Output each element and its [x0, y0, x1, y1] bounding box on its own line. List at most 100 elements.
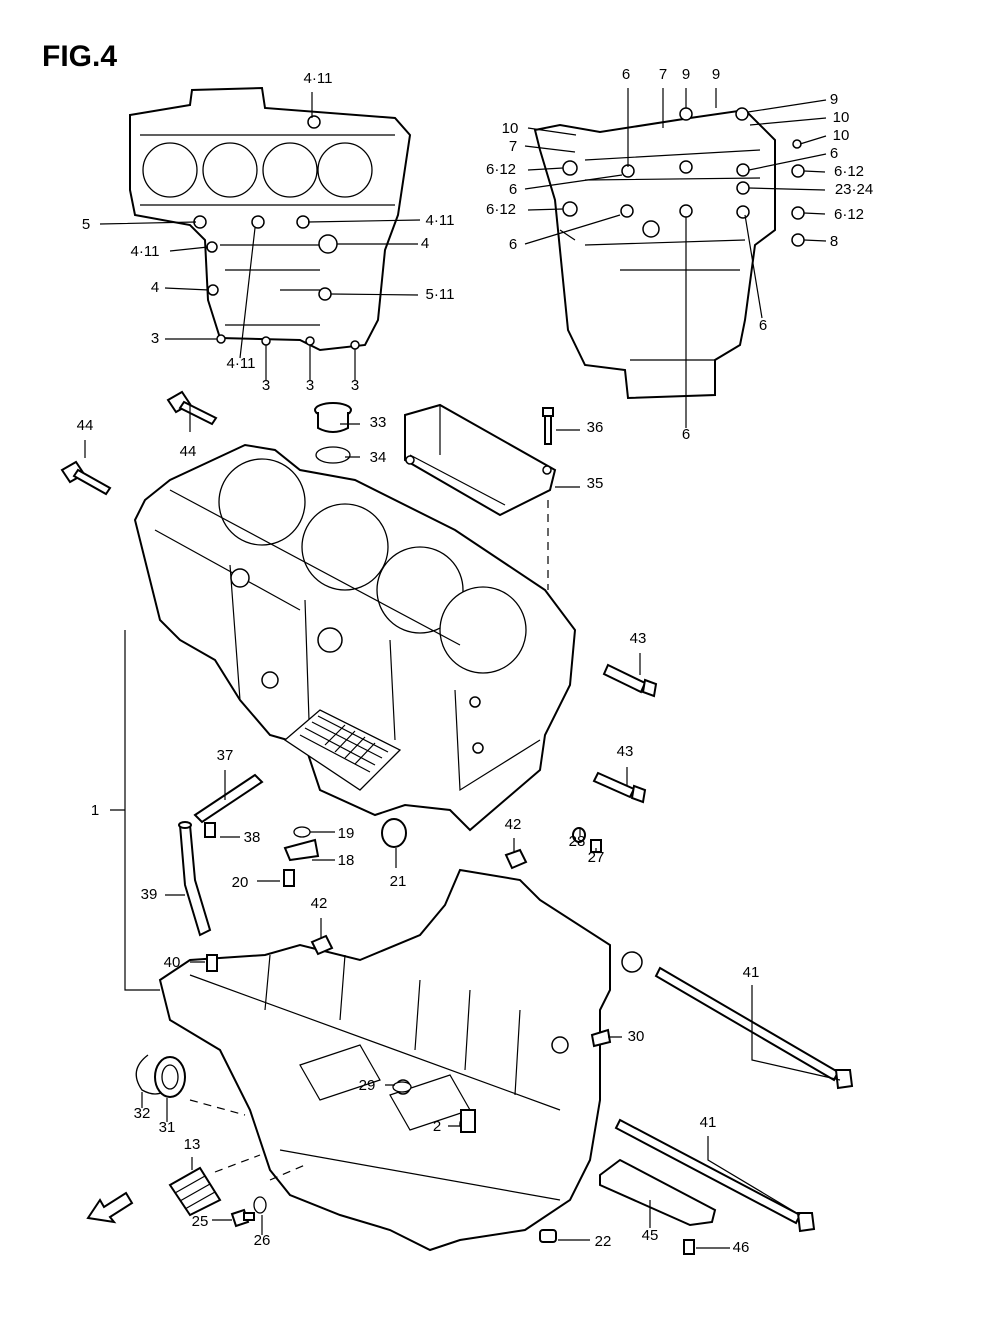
o-ring-19: [293, 826, 311, 838]
callout-label: 43: [617, 743, 634, 760]
callout-label: 32: [134, 1105, 151, 1122]
callout-label: 5: [82, 216, 90, 233]
nut-42-upper: [504, 848, 528, 870]
stud-41-lower: [614, 1118, 816, 1233]
callout-label: 37: [217, 747, 234, 764]
plate-37: [193, 773, 264, 824]
callout-label: 8: [830, 233, 838, 250]
callout-label: 6: [830, 145, 838, 162]
callout-label: 3: [306, 377, 314, 394]
callout-label: 26: [254, 1232, 271, 1249]
callout-label: 6·12: [486, 161, 516, 178]
callout-label: 25: [192, 1213, 209, 1230]
callout-label: 28: [569, 833, 586, 850]
callout-label: 39: [141, 886, 158, 903]
callout-label: 43: [630, 630, 647, 647]
callout-label: 6·12: [834, 163, 864, 180]
callout-label: 7: [509, 138, 517, 155]
callout-label: 6·12: [486, 201, 516, 218]
cylinder-bore-1: [218, 458, 306, 546]
bolt-43-lower: [592, 771, 647, 804]
callout-label: 6: [622, 66, 630, 83]
callout-label: 7: [659, 66, 667, 83]
callout-label: 21: [390, 873, 407, 890]
callout-label: 6: [509, 236, 517, 253]
callout-label: 41: [743, 964, 760, 981]
callout-label: 1: [91, 802, 99, 819]
pipe-39: [178, 821, 212, 937]
cover-35: [404, 403, 557, 517]
callout-label: 42: [311, 895, 328, 912]
callout-label: 9: [712, 66, 720, 83]
callout-label: 22: [595, 1233, 612, 1250]
callout-label: 4: [151, 279, 159, 296]
washer-28: [572, 827, 586, 843]
callout-label: 5·11: [426, 286, 455, 303]
callout-label: 10: [833, 127, 850, 144]
sensor-30: [590, 1028, 612, 1048]
callout-label: 6: [759, 317, 767, 334]
cylinder-bore-4: [439, 586, 527, 674]
callout-label: 4·11: [131, 243, 160, 260]
callout-label: 35: [587, 475, 604, 492]
callout-label: 10: [502, 120, 519, 137]
bolt-20: [283, 869, 295, 887]
callout-label: 9: [682, 66, 690, 83]
callout-label: 46: [733, 1239, 750, 1256]
bracket-45: [599, 1158, 717, 1227]
callout-label: 29: [359, 1077, 376, 1094]
callout-label: 41: [700, 1114, 717, 1131]
callout-label: 23·24: [835, 181, 873, 198]
bolt-44-left: [60, 460, 112, 496]
callout-label: 20: [232, 874, 249, 891]
bolt-43-upper: [602, 663, 658, 698]
callout-label: 6·12: [834, 206, 864, 223]
bolt-40: [206, 954, 218, 972]
callout-label: 13: [184, 1136, 201, 1153]
callout-label: 36: [587, 419, 604, 436]
stud-41-upper: [654, 966, 854, 1090]
callout-label: 4·11: [227, 355, 256, 372]
callout-label: 3: [262, 377, 270, 394]
callout-label: 30: [628, 1028, 645, 1045]
callout-label: 6: [509, 181, 517, 198]
callout-label: 3: [151, 330, 159, 347]
callout-label: 10: [833, 109, 850, 126]
callout-label: 40: [164, 954, 181, 971]
callout-label: 9: [830, 91, 838, 108]
callout-label: 34: [370, 449, 387, 466]
inset-lower-crankcase: [524, 88, 827, 428]
callout-label: 45: [642, 1227, 659, 1244]
plug-21: [381, 818, 407, 848]
upper-crankcase: [133, 443, 577, 832]
fwd-arrow-icon: [86, 1191, 134, 1224]
callout-label: 44: [77, 417, 94, 434]
bolt-44-right: [166, 390, 218, 426]
bolt-25: [230, 1208, 255, 1228]
callout-label: 27: [588, 849, 605, 866]
callout-label: 31: [159, 1119, 176, 1136]
oil-filler-cap-33: [314, 402, 352, 433]
bearing-31: [154, 1056, 186, 1098]
callout-label: 38: [244, 829, 261, 846]
callout-label: 6: [682, 426, 690, 443]
bolt-46: [683, 1239, 695, 1255]
oil-cooler: [283, 709, 402, 791]
o-ring-34: [315, 446, 351, 464]
lower-crankcase: [158, 868, 643, 1252]
dowel-2: [460, 1109, 476, 1133]
callout-label: 4: [421, 235, 429, 252]
strainer-13: [168, 1166, 222, 1217]
washer-26: [253, 1196, 267, 1214]
callout-label: 42: [505, 816, 522, 833]
callout-label: 18: [338, 852, 355, 869]
callout-label: 3: [351, 377, 359, 394]
plug-22: [539, 1229, 557, 1243]
bracket-18: [283, 838, 320, 862]
callout-label: 44: [180, 443, 197, 460]
inset-upper-crankcase: [99, 86, 421, 380]
bolt-36: [542, 407, 554, 445]
o-ring-29: [392, 1081, 412, 1093]
